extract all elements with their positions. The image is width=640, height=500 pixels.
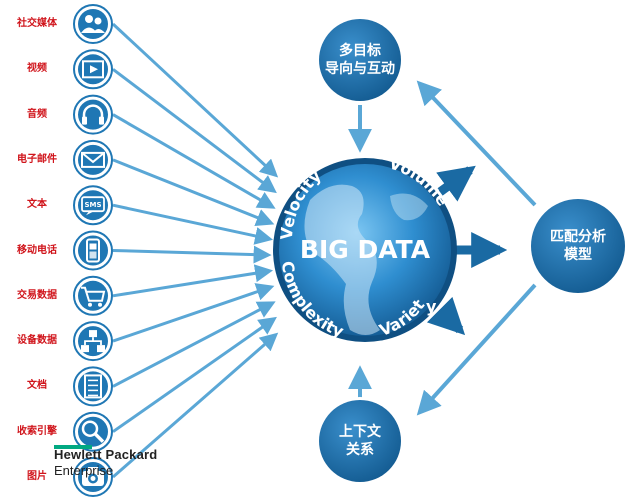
source-label: 文本 — [27, 199, 47, 211]
hpe-logo: Hewlett Packard Enterprise — [54, 445, 174, 495]
source-label: 移动电话 — [17, 244, 57, 256]
right-to-bottom-arrow — [416, 283, 537, 416]
hpe-logo-line1: Hewlett Packard — [54, 447, 158, 462]
network-icon — [73, 321, 113, 362]
continent-shape-2 — [390, 193, 428, 221]
flow-arrows — [348, 80, 537, 416]
source-arrow — [112, 301, 276, 388]
source-icons: SMS — [73, 4, 113, 497]
sms-icon-text: SMS — [84, 201, 101, 209]
big-data-title: BIG DATA — [300, 235, 431, 264]
envelope-icon — [73, 139, 113, 180]
right-to-top-arrow — [416, 80, 537, 207]
source-arrow — [112, 332, 279, 479]
source-arrow — [112, 203, 274, 245]
node-right-label: 匹配分析模型 — [550, 229, 606, 263]
continent-shape — [304, 184, 380, 335]
source-arrow — [112, 264, 274, 298]
center-to-right-arrow-upper — [436, 165, 476, 202]
source-arrow — [112, 158, 275, 227]
variety-label-y: y — [426, 297, 437, 316]
node-right — [528, 196, 628, 296]
sms-icon: SMS — [73, 185, 113, 226]
people-icon — [73, 4, 113, 44]
source-label: 音频 — [27, 108, 47, 120]
source-label: 文档 — [27, 380, 47, 392]
center-to-right-arrow-lower — [426, 296, 466, 336]
camera-icon — [73, 457, 113, 497]
node-top-label: 多目标导向与互动 — [325, 43, 395, 77]
source-arrow — [112, 245, 272, 264]
document-icon — [73, 366, 113, 407]
source-label: 交易数据 — [17, 289, 57, 301]
node-top — [316, 16, 404, 104]
magnifier-icon — [73, 411, 113, 452]
big-data-globe: BIG DATA Velocity Volume Complexity Vari… — [273, 154, 457, 342]
headphones-icon — [73, 94, 113, 135]
mobile-phone-icon — [73, 230, 113, 271]
hpe-logo-line2: Enterprise — [54, 463, 114, 478]
film-icon — [73, 49, 113, 90]
source-arrows — [111, 22, 279, 479]
source-label: 电子邮件 — [17, 153, 57, 165]
source-arrow — [112, 283, 275, 343]
source-label: 图片 — [27, 471, 47, 482]
source-label: 收索引擎 — [17, 425, 57, 437]
source-label: 设备数据 — [17, 335, 57, 347]
node-bottom-label: 上下文关系 — [339, 424, 381, 458]
hpe-logo-bar — [54, 445, 92, 449]
source-label: 社交媒体 — [17, 18, 57, 29]
source-label: 视频 — [27, 63, 47, 75]
node-bottom — [316, 397, 404, 485]
shopping-cart-icon — [73, 275, 113, 316]
source-arrow — [111, 22, 279, 178]
source-arrow — [112, 316, 277, 433]
source-arrow — [112, 113, 276, 209]
source-arrow — [112, 68, 277, 194]
